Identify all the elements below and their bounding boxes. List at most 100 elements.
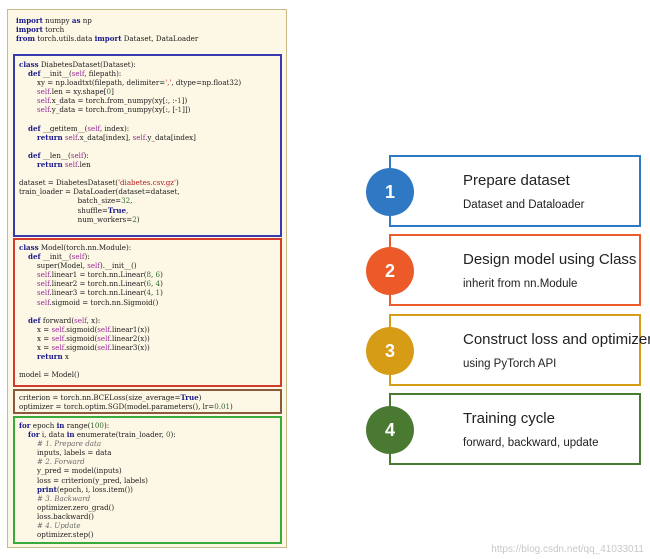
code-token: num_workers= [19,214,133,224]
code-token: self [37,297,50,307]
code-token: return [37,352,63,362]
code-line: print(epoch, i, loss.item()) [19,485,280,494]
code-token: self [37,105,50,115]
code-token: self [71,69,85,79]
code-token: x = [19,343,52,353]
code-token: torch.utils.data [35,34,95,44]
code-line: self.linear3 = torch.nn.Linear(4, 1) [19,288,280,297]
code-line: # 2. Forward [19,457,280,466]
code-line: batch_size=32, [19,196,280,205]
code-token: .sigmoid = torch.nn.Sigmoid() [49,297,159,307]
code-token: super(Model, [19,261,88,271]
code-token: self [64,132,78,142]
code-token: loss = criterion(y_pred, labels) [19,475,148,485]
code-token: x [62,352,69,362]
code-line: return x [19,352,280,361]
code-token: class [19,60,39,69]
code-line: shuffle=True, [19,206,280,215]
code-token: , [130,196,133,206]
code-line: self.len = xy.shape[0] [19,87,280,96]
code-token [19,69,28,78]
code-token: import [16,16,43,25]
code-token: 2 [132,214,137,224]
code-token: def [28,315,41,325]
code-line: self.y_data = torch.from_numpy(xy[:, [-1… [19,105,280,114]
code-token [19,485,37,494]
code-token [19,279,37,288]
code-token: # 2. Forward [19,457,85,467]
code-token: optimizer.zero_grad() [19,502,115,512]
code-token: __init__( [40,69,72,79]
code-token: 'diabetes.csv.gz' [118,178,176,188]
step-4: Training cycle forward, backward, update… [360,393,650,469]
step-1-subtitle: Dataset and Dataloader [463,199,585,211]
code-token: ) [176,178,179,188]
code-token: , dtype=np.float32) [171,78,242,88]
code-token: ): [83,150,89,160]
step-4-title: Training cycle [463,410,555,427]
code-token: self [132,132,146,142]
code-line: inputs, labels = data [19,448,280,457]
code-token: True [107,205,127,215]
step-3: Construct loss and optimizer using PyTor… [360,314,650,390]
code-line: # 1. Prepare data [19,439,280,448]
code-token: shuffle= [19,205,108,215]
code-token: y_pred = model(inputs) [19,466,122,476]
code-token: self [37,270,50,280]
code-token: self [70,150,84,160]
code-token: Dataset, DataLoader [121,34,199,44]
code-token: train_loader = DataLoader(dataset=datase… [19,187,180,197]
code-token: .linear2 = torch.nn.Linear( [49,279,147,289]
code-line: self.sigmoid = torch.nn.Sigmoid() [19,298,280,307]
code-token: .linear1 = torch.nn.Linear( [49,270,147,280]
code-token: i, data [39,430,67,440]
code-token: .sigmoid( [63,324,98,334]
code-token: .len = xy.shape[ [49,87,107,97]
code-token: for [28,430,40,440]
code-token: self [71,252,85,262]
code-token [19,133,37,142]
code-token: self [97,343,110,353]
code-line: for i, data in enumerate(train_loader, 0… [19,430,280,439]
code-token: def [28,252,41,262]
code-token: np [80,16,92,25]
code-token: ] [111,87,114,97]
code-token: ): [170,430,176,440]
code-token: optimizer.step() [19,530,94,540]
code-token: in [56,421,65,430]
code-line: train_loader = DataLoader(dataset=datase… [19,187,280,196]
code-token: ) [230,402,233,412]
code-token [19,316,28,325]
code-token: for [19,421,31,430]
code-token [19,105,37,114]
code-line: x = self.sigmoid(self.linear1(x)) [19,325,280,334]
code-token: in [66,430,75,440]
code-token: , [151,288,156,298]
code-token: 6 [146,279,152,289]
code-token [19,124,28,133]
code-token: return [37,132,63,142]
code-token: .x_data[index], [77,132,133,142]
code-line: # 4. Update [19,521,280,530]
code-line: y_pred = model(inputs) [19,466,280,475]
code-line: criterion = torch.nn.BCELoss(size_averag… [19,393,280,402]
code-token: self [97,324,110,334]
code-token: # 3. Backward [19,493,91,503]
code-token: def [28,123,41,133]
code-token: DiabetesDataset(Dataset): [38,60,136,69]
code-token: self [74,315,87,325]
code-token: ).__init__() [99,261,137,271]
code-token: batch_size= [19,196,122,206]
code-token: 0 [166,430,171,440]
code-token: ]) [181,96,188,106]
code-token: import [94,34,122,44]
watermark: https://blog.csdn.net/qq_41033011 [491,544,644,555]
code-token: from [16,34,36,44]
code-token: # 4. Update [19,521,81,531]
code-token: True [180,393,199,402]
code-token: inputs, labels = data [19,448,112,458]
code-token: 8 [146,270,152,280]
code-line: dataset = DiabetesDataset('diabetes.csv.… [19,178,280,187]
code-token: 6 [155,270,161,280]
